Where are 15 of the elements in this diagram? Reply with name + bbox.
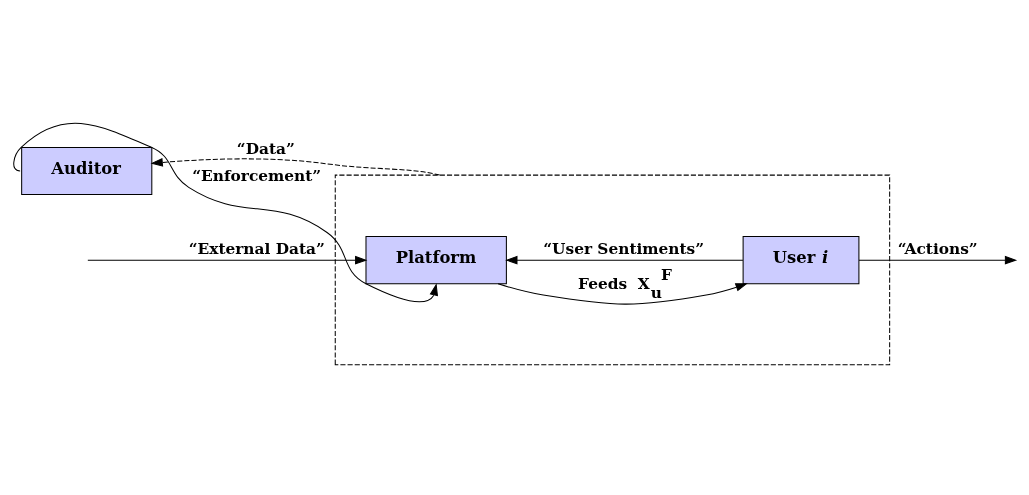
edge-label: “Data” [236, 139, 295, 158]
arrow [858, 255, 1017, 264]
node-box: User i [742, 235, 859, 284]
arrow [504, 255, 743, 264]
edge-label: “Actions” [897, 239, 978, 258]
cluster [334, 174, 890, 365]
arrow [497, 282, 748, 305]
edge-label: “Enforcement” [191, 166, 321, 185]
edge-label: “External Data” [188, 239, 325, 258]
arrow [12, 122, 438, 302]
arrow [86, 255, 367, 264]
edge-label: “User Sentiments” [542, 239, 704, 258]
node-box: Platform [365, 235, 507, 284]
node-box: Auditor [20, 146, 152, 195]
arrow [150, 157, 440, 176]
